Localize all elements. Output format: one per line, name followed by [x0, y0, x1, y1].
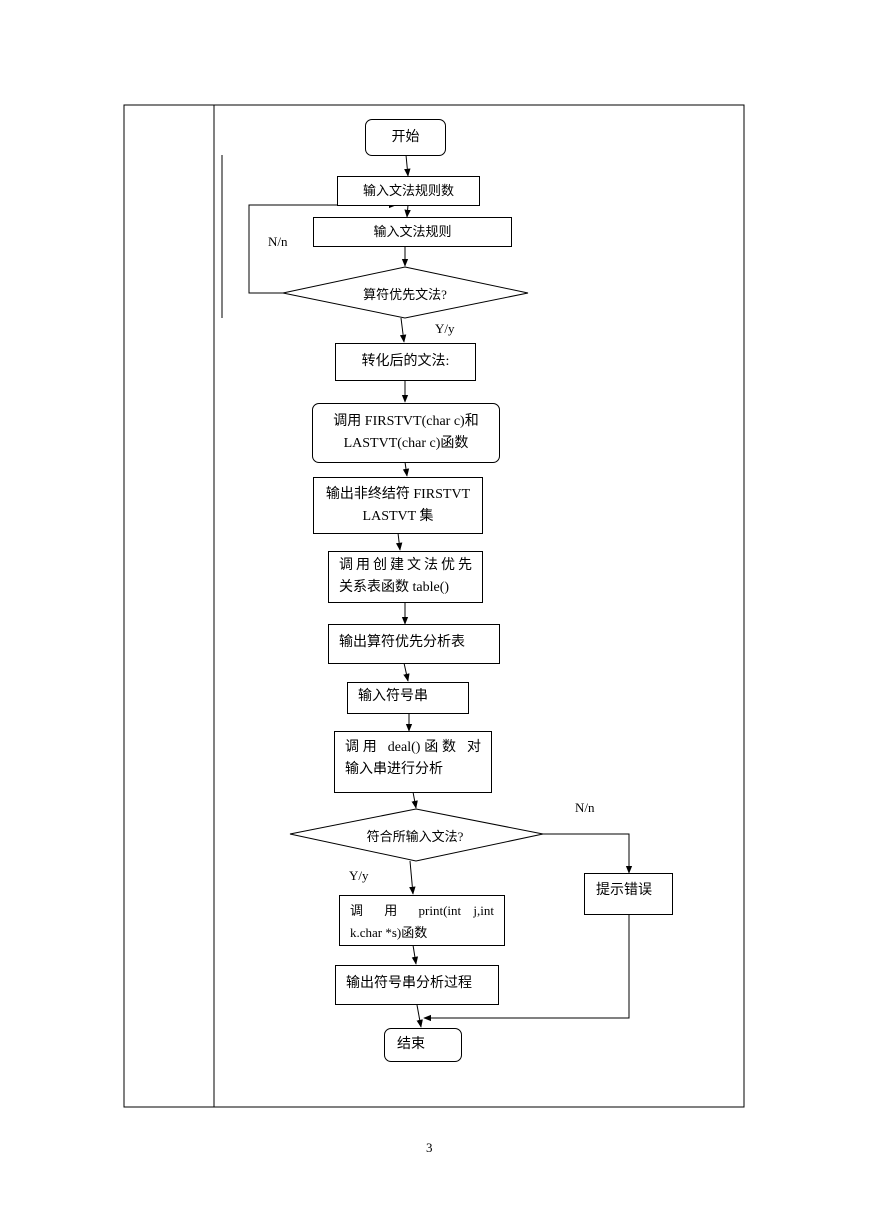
output-sets-line1: 输出非终结符 FIRSTVT	[325, 486, 471, 502]
converted-grammar-box: 转化后的文法:	[335, 343, 476, 381]
call-deal-box: 调用 deal()函数 对 输入串进行分析	[334, 731, 492, 793]
arrow-firstvt-to-sets	[402, 461, 410, 477]
call-firstvt-box: 调用 FIRSTVT(char c)和 LASTVT(char c)函数	[312, 403, 500, 463]
arrow-process-to-end	[416, 1004, 423, 1028]
page-number: 3	[426, 1140, 433, 1155]
show-error-box: 提示错误	[584, 873, 673, 915]
decision-diamond-grammar-match	[289, 808, 544, 862]
no-branch-to-error	[543, 833, 633, 874]
arrow-count-to-rules	[404, 204, 411, 218]
call-deal-line1: 调用 deal()函数 对	[345, 740, 481, 755]
start-node: 开始	[365, 119, 446, 156]
arrow-decision-to-print	[409, 860, 416, 895]
converted-grammar-label: 转化后的文法:	[361, 354, 450, 369]
end-label: 结束	[397, 1037, 425, 1052]
arrow-sets-to-table	[395, 532, 403, 551]
call-print-line1: 调 用 print(int j,int	[350, 903, 494, 918]
arrow-output-to-input-string	[403, 662, 410, 682]
output-table-box: 输出算符优先分析表	[328, 624, 500, 664]
output-sets-box: 输出非终结符 FIRSTVT LASTVT 集	[313, 477, 483, 534]
call-table-box: 调用创建文法优先 关系表函数 table()	[328, 551, 483, 603]
error-to-end-line	[423, 915, 630, 1022]
call-firstvt-line2: LASTVT(char c)函数	[343, 436, 469, 451]
no-label-error: N/n	[575, 800, 595, 815]
arrow-start-to-count	[404, 154, 411, 177]
input-rule-count-box: 输入文法规则数	[337, 176, 480, 206]
decision-op-precedence-label: 算符优先文法?	[363, 287, 447, 302]
arrow-print-to-process	[411, 944, 419, 965]
input-string-box: 输入符号串	[347, 682, 469, 714]
table-border	[123, 104, 745, 1108]
input-rules-box: 输入文法规则	[313, 217, 512, 247]
loop-no-branch	[248, 201, 397, 294]
call-print-line2: k.char *s)函数	[350, 925, 428, 940]
start-label: 开始	[391, 129, 420, 145]
decision-diamond-op-precedence	[282, 266, 529, 319]
output-sets-line2: LASTVT 集	[362, 508, 434, 524]
call-table-line2: 关系表函数 table()	[339, 580, 450, 595]
arrow-decision-to-converted	[399, 317, 407, 343]
no-label-loop: N/n	[268, 234, 288, 249]
call-firstvt-line1: 调用 FIRSTVT(char c)和	[333, 414, 479, 429]
input-rules-label: 输入文法规则	[373, 224, 452, 239]
output-process-box: 输出符号串分析过程	[335, 965, 499, 1005]
decision-grammar-match-label: 符合所输入文法?	[366, 829, 464, 844]
call-table-line1: 调用创建文法优先	[339, 558, 472, 573]
show-error-label: 提示错误	[596, 883, 652, 898]
yes-label-print: Y/y	[349, 868, 369, 883]
yes-label-continue: Y/y	[435, 321, 455, 336]
input-rule-count-label: 输入文法规则数	[362, 183, 454, 198]
end-node: 结束	[384, 1028, 462, 1062]
call-deal-line2: 输入串进行分析	[345, 762, 443, 777]
call-print-box: 调 用 print(int j,int k.char *s)函数	[339, 895, 505, 946]
input-string-label: 输入符号串	[358, 689, 428, 704]
output-process-label: 输出符号串分析过程	[346, 976, 472, 991]
arrow-deal-to-decision	[411, 791, 418, 809]
output-table-label: 输出算符优先分析表	[339, 635, 465, 650]
